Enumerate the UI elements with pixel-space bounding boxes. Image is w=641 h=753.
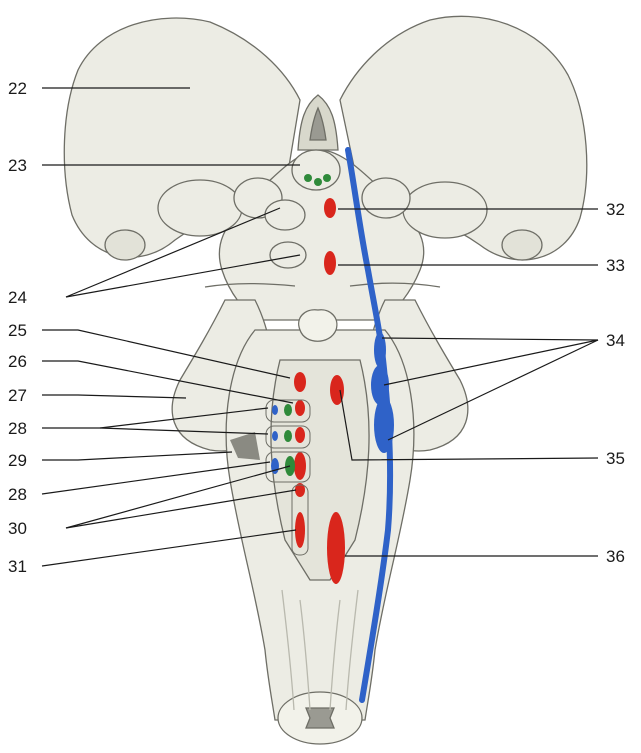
- label-23: 23: [8, 156, 27, 175]
- left-superior-colliculus: [265, 200, 305, 230]
- left-thalamus: [158, 180, 242, 236]
- blue-nucleus-28b: [272, 431, 278, 441]
- label-28-upper: 28: [8, 419, 27, 438]
- label-25: 25: [8, 321, 27, 340]
- red-nucleus-26: [295, 400, 305, 416]
- left-inferior-colliculus: [270, 242, 306, 268]
- green-nucleus-23c: [323, 174, 331, 182]
- green-nucleus-23b: [314, 178, 322, 186]
- red-nucleus-33: [324, 251, 336, 275]
- label-24: 24: [8, 288, 27, 307]
- red-nucleus-36: [327, 512, 345, 584]
- blue-nucleus-29: [271, 458, 279, 474]
- red-nucleus-25: [294, 372, 306, 392]
- spinal-cord-grey-matter: [306, 708, 334, 728]
- obex: [299, 310, 337, 342]
- right-pulvinar: [362, 178, 410, 218]
- green-nucleus-28: [284, 430, 292, 442]
- label-36: 36: [606, 547, 625, 566]
- red-nucleus-32: [324, 198, 336, 218]
- blue-tract-swelling-3: [374, 397, 394, 453]
- label-32: 32: [606, 200, 625, 219]
- label-28-lower: 28: [8, 485, 27, 504]
- label-33: 33: [606, 256, 625, 275]
- brainstem-anatomy: [64, 16, 586, 744]
- red-nucleus-28a: [295, 427, 305, 443]
- label-34: 34: [606, 331, 625, 350]
- green-nucleus-23a: [304, 174, 312, 182]
- label-35: 35: [606, 449, 625, 468]
- right-geniculate: [502, 230, 542, 260]
- label-30: 30: [8, 519, 27, 538]
- label-26: 26: [8, 352, 27, 371]
- label-31: 31: [8, 557, 27, 576]
- blue-tract-swelling-1: [374, 332, 386, 368]
- label-29: 29: [8, 451, 27, 470]
- left-geniculate: [105, 230, 145, 260]
- label-22: 22: [8, 79, 27, 98]
- green-nucleus-27: [284, 404, 292, 416]
- label-27: 27: [8, 386, 27, 405]
- red-nucleus-31: [295, 512, 305, 548]
- blue-nucleus-28a: [272, 405, 278, 415]
- right-thalamus: [403, 182, 487, 238]
- red-nucleus-29: [294, 452, 306, 480]
